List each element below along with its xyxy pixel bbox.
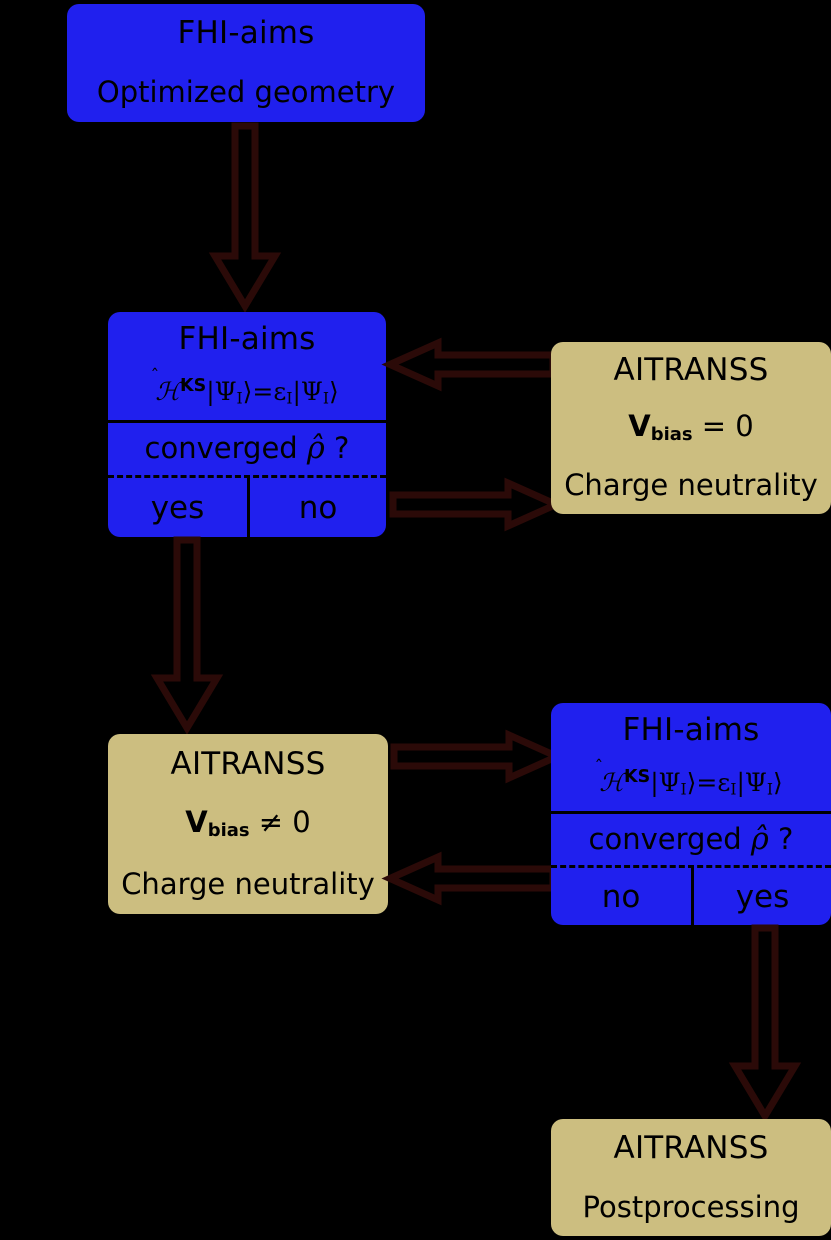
vbias-subscript: bias: [650, 424, 693, 446]
node-aitranss-postprocessing[interactable]: AITRANSS Postprocessing: [551, 1119, 831, 1236]
node-aitranss-finite-bias[interactable]: AITRANSS Vbias ≠ 0 Charge neutrality: [108, 734, 388, 914]
node-aitranss-postprocessing-subtitle: Postprocessing: [582, 1189, 800, 1224]
node-scf-finite-bias-question: converged ρ̂ ?: [588, 821, 794, 857]
node-scf-finite-bias[interactable]: FHI-aims ℋ̂KS|ΨI⟩=εI|ΨI⟩ converged ρ̂ ? …: [551, 703, 831, 925]
node-aitranss-zero-bias-program: AITRANSS: [613, 352, 769, 389]
node-aitranss-zero-bias-condition: Vbias = 0: [551, 411, 831, 445]
node-scf-zero-bias-branch-no[interactable]: no: [247, 478, 386, 537]
arrow-geometry-to-scf-zero: [208, 122, 282, 313]
node-aitranss-zero-bias-note: Charge neutrality: [564, 468, 818, 503]
node-aitranss-postprocessing-program: AITRANSS: [613, 1129, 769, 1166]
node-optimized-geometry-program: FHI-aims: [177, 15, 315, 52]
node-scf-zero-bias-question-mark: ?: [334, 431, 350, 466]
vbias-symbol-2: V: [185, 805, 208, 840]
node-aitranss-finite-bias-condition: Vbias ≠ 0: [108, 807, 388, 841]
arrow-scf-finite-yes-to-postprocessing: [728, 924, 802, 1123]
node-scf-finite-bias-question-text: converged: [588, 821, 742, 856]
vbias-operator: =: [701, 409, 727, 444]
node-optimized-geometry-subtitle: Optimized geometry: [96, 75, 396, 110]
arrow-scf-finite-no-to-aitranss-finite: [381, 851, 557, 906]
node-aitranss-finite-bias-note: Charge neutrality: [121, 866, 375, 901]
node-scf-zero-bias-branch-yes[interactable]: yes: [150, 489, 205, 526]
node-scf-finite-bias-branch-yes[interactable]: yes: [691, 868, 831, 925]
node-scf-zero-bias-question-text: converged: [144, 431, 298, 466]
vbias-value: 0: [735, 409, 754, 444]
arrow-aitranss-finite-to-scf-finite: [390, 729, 566, 784]
node-scf-zero-bias-program: FHI-aims: [178, 320, 316, 357]
node-optimized-geometry[interactable]: FHI-aims Optimized geometry: [67, 4, 425, 122]
vbias-subscript-2: bias: [207, 820, 250, 842]
node-scf-finite-bias-equation: ℋ̂KS|ΨI⟩=εI|ΨI⟩: [599, 767, 783, 799]
node-scf-finite-bias-branch-no[interactable]: no: [601, 878, 641, 915]
vbias-value-2: 0: [292, 805, 311, 840]
node-scf-zero-bias-equation: ℋ̂KS|ΨI⟩=εI|ΨI⟩: [155, 376, 339, 408]
node-scf-finite-bias-question-mark: ?: [778, 821, 794, 856]
node-scf-zero-bias-question: converged ρ̂ ?: [144, 431, 350, 467]
arrow-aitranss-zero-to-scf-zero: [381, 337, 557, 392]
node-scf-zero-bias[interactable]: FHI-aims ℋ̂KS|ΨI⟩=εI|ΨI⟩ converged ρ̂ ? …: [108, 312, 386, 537]
arrow-scf-zero-yes-to-aitranss-finite: [150, 536, 224, 735]
node-scf-finite-bias-program: FHI-aims: [622, 711, 760, 748]
vbias-operator-2: ≠: [258, 805, 284, 840]
arrow-scf-zero-no-to-aitranss-zero: [389, 477, 565, 532]
node-aitranss-zero-bias[interactable]: AITRANSS Vbias = 0 Charge neutrality: [551, 342, 831, 514]
node-aitranss-finite-bias-program: AITRANSS: [170, 745, 326, 782]
vbias-symbol: V: [628, 409, 651, 444]
